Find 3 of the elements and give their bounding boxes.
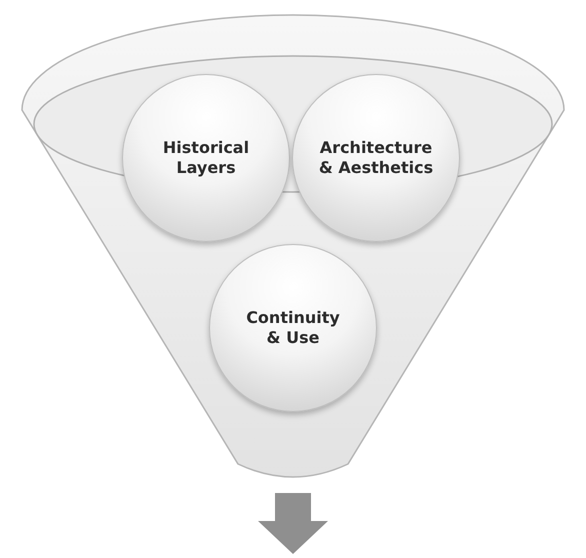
node-label: Continuity & Use: [245, 308, 341, 348]
node-label: Architecture & Aesthetics: [318, 138, 434, 178]
node-label: Historical Layers: [162, 138, 250, 178]
